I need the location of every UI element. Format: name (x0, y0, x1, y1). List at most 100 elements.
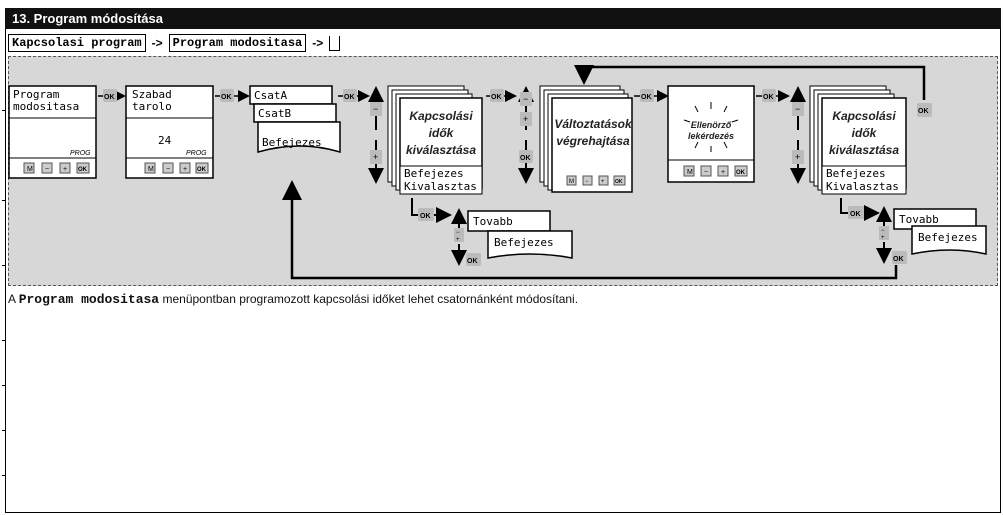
minus-label: − (456, 230, 460, 236)
device-buttons: M − + OK (144, 162, 209, 174)
section-title: 13. Program módosítása (5, 8, 1001, 29)
ok-label: OK (641, 94, 652, 101)
ok-arrow: OK (634, 89, 669, 102)
ok-label: OK (918, 108, 929, 115)
ok-button[interactable]: OK (615, 179, 623, 185)
m-button[interactable]: M (687, 169, 693, 176)
card-stack-select-times-2: Kapcsolási idők kiválasztása Befejezes K… (809, 85, 907, 195)
return-arrow (282, 180, 898, 280)
minus-plus-arrows: − + (790, 86, 806, 184)
finish-option[interactable]: Befejezes (494, 236, 554, 249)
ok-label: OK (491, 94, 502, 101)
plus-button[interactable]: + (63, 166, 67, 173)
margin-tick (2, 430, 6, 431)
margin-tick (2, 385, 6, 386)
ok-button[interactable]: OK (197, 167, 207, 173)
description-menu-name: Program modositasa (18, 292, 160, 307)
breadcrumb-item-program-modositasa[interactable]: Program modositasa (168, 34, 307, 52)
ok-label: OK (420, 213, 431, 220)
channel-b[interactable]: CsatB (258, 107, 291, 120)
card-text: Ellenörző (691, 120, 732, 130)
plus-label: + (373, 152, 378, 162)
minus-button[interactable]: − (585, 179, 589, 185)
m-button[interactable]: M (569, 179, 574, 185)
m-button[interactable]: M (27, 166, 33, 173)
lcd-line: tarolo (132, 100, 172, 113)
ok-button[interactable]: OK (78, 167, 88, 173)
plus-button[interactable]: + (601, 179, 605, 185)
channel-a[interactable]: CsatA (254, 89, 287, 102)
select-option[interactable]: Kivalasztas (404, 180, 477, 193)
description-text: menüpontban programozott kapcsolási idők… (162, 292, 579, 306)
device-buttons: M − + OK (23, 162, 90, 174)
ok-label: OK (763, 94, 774, 101)
margin-tick (2, 475, 6, 476)
lcd-line: Program (13, 88, 60, 101)
minus-button[interactable]: − (704, 169, 708, 176)
plus-button[interactable]: + (721, 169, 725, 176)
minus-plus-arrows: − + (368, 86, 384, 184)
ok-arrow: OK (756, 89, 790, 102)
next-option[interactable]: Tovabb (899, 213, 939, 226)
plus-label: + (795, 152, 800, 162)
prog-label: PROG (70, 150, 91, 157)
lcd-line: Szabad (132, 88, 172, 101)
plus-label: + (881, 235, 885, 241)
breadcrumb-separator: -> (151, 36, 163, 50)
m-button[interactable]: M (148, 166, 154, 173)
ok-arrow: OK (338, 89, 370, 102)
card-text: Kapcsolási (409, 109, 473, 123)
finish-option[interactable]: Befejezes (826, 167, 886, 180)
select-option[interactable]: Kivalasztas (826, 180, 899, 193)
breadcrumb: Kapcsolasi program -> Program modositasa… (8, 33, 341, 53)
ok-label: OK (893, 256, 904, 263)
next-option[interactable]: Tovabb (473, 215, 513, 228)
finish-option[interactable]: Befejezes (918, 231, 978, 244)
minus-label: − (795, 104, 800, 114)
breadcrumb-item-kapcsolasi-program[interactable]: Kapcsolasi program (8, 34, 146, 52)
ok-label: OK (344, 94, 355, 101)
submenu-next-2: OK − + OK Tovabb Befejezes (840, 198, 987, 264)
card-stack-select-times: Kapcsolási idők kiválasztása Befejezes K… (387, 85, 483, 195)
finish-option[interactable]: Befejezes (404, 167, 464, 180)
ok-arrow: OK (98, 89, 126, 102)
plus-button[interactable]: + (183, 166, 187, 173)
card-text: végrehajtása (556, 134, 630, 148)
ok-arrow: OK (486, 89, 517, 102)
minus-button[interactable]: − (166, 166, 170, 173)
prog-label: PROG (186, 150, 207, 157)
device-buttons: M − + OK (566, 175, 626, 186)
card-text: idők (429, 126, 455, 140)
minus-label: − (373, 104, 378, 114)
margin-tick (2, 340, 6, 341)
cursor-placeholder (329, 35, 341, 51)
description: A Program modositasa menüpontban program… (8, 292, 578, 307)
finish-option[interactable]: Befejezes (262, 136, 322, 149)
minus-button[interactable]: − (45, 166, 49, 173)
submenu-next-1: OK − + OK Tovabb Befejezes (411, 198, 573, 266)
ok-button[interactable]: OK (736, 170, 746, 176)
minus-plus-ok-arrows: − + OK (518, 86, 534, 184)
margin-tick (2, 110, 6, 111)
plus-label: + (456, 237, 460, 243)
channel-menu: CsatA CsatB Befejezes (249, 85, 341, 154)
margin-tick (2, 265, 6, 266)
card-text: idők (852, 126, 878, 140)
minus-label: − (881, 228, 885, 234)
card-text: lekérdezés (688, 131, 734, 141)
description-prefix: A (8, 292, 16, 306)
ok-label: OK (850, 211, 861, 218)
device-storage: Szabad tarolo 24 PROG M − + OK (125, 85, 214, 179)
ok-label: OK (104, 94, 115, 101)
storage-value: 24 (158, 134, 172, 147)
loop-back-arrow: OK (574, 65, 932, 117)
device-program: Program modositasa PROG M − + OK (8, 85, 97, 179)
plus-label: + (523, 114, 528, 124)
ok-arrow: OK (215, 89, 250, 102)
device-check: Ellenörző lekérdezés M − + OK (667, 85, 755, 183)
breadcrumb-separator: -> (312, 36, 324, 50)
card-text: kiválasztása (829, 143, 899, 157)
card-text: kiválasztása (406, 143, 476, 157)
card-text: Kapcsolási (832, 109, 896, 123)
